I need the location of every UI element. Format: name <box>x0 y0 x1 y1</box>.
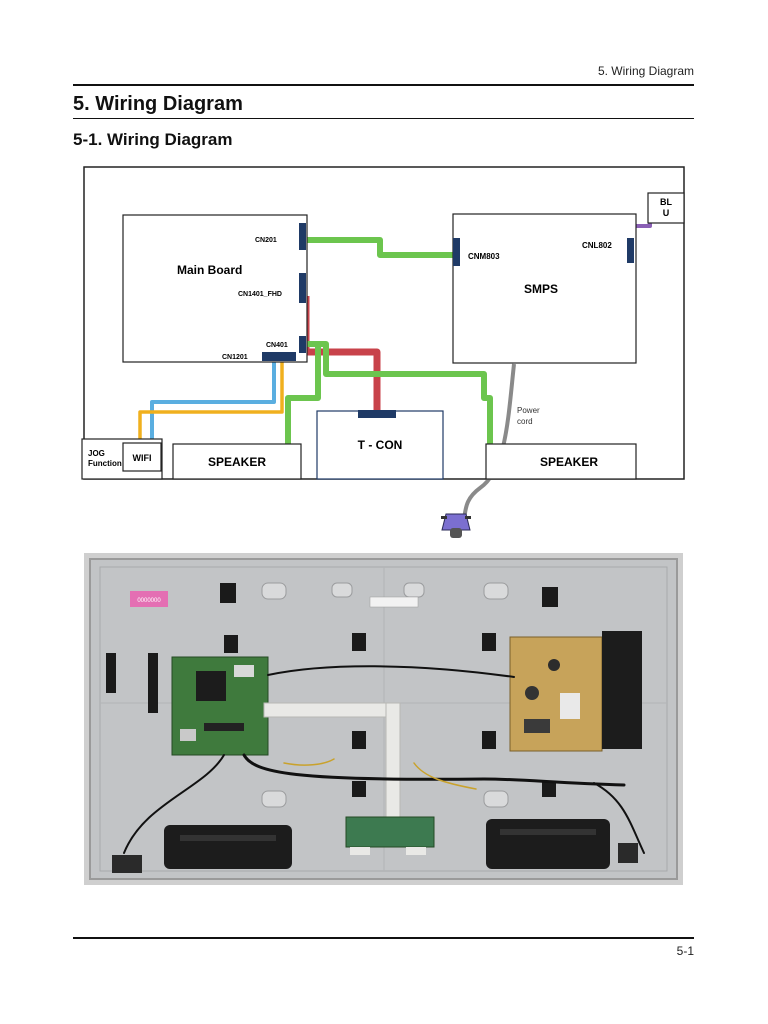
barcode-label <box>369 596 419 608</box>
screw-bosses <box>261 582 509 808</box>
cn1201-connector <box>262 352 296 361</box>
orange-cable-jog <box>138 362 284 444</box>
cnm803-label: CNM803 <box>468 252 500 261</box>
wifi-label: WIFI <box>133 453 152 463</box>
wiring-diagram: Main Board CN201 CN1401_FHD CN401 CN1201… <box>81 166 685 538</box>
blu-label-line1: BL <box>660 197 672 207</box>
cn1401-connector <box>299 273 306 303</box>
blu-box <box>647 192 685 224</box>
pink-sticker-text: 0000000 <box>137 598 161 604</box>
tv-back-photo: 0000000 <box>84 553 683 885</box>
blu-label-line2: U <box>663 208 670 218</box>
main-board-chip <box>196 671 226 701</box>
blue-cable-wifi <box>150 362 276 444</box>
cn1201-label: CN1201 <box>222 354 248 361</box>
cn201-label: CN201 <box>255 237 277 244</box>
photo-jog-module <box>112 855 142 873</box>
cnm803-connector <box>453 238 460 266</box>
photo-wifi-module <box>618 843 638 863</box>
main-board-label: Main Board <box>177 263 242 277</box>
green-cable-right-speaker <box>306 341 493 445</box>
smps-label: SMPS <box>524 282 558 296</box>
running-header: 5. Wiring Diagram <box>597 64 694 78</box>
speaker-left-label: SPEAKER <box>208 455 266 469</box>
photo-speaker-right <box>486 819 610 869</box>
jog-label-line1: JOG <box>88 449 105 458</box>
cn201-connector <box>299 223 306 250</box>
section-title: 5. Wiring Diagram <box>73 93 243 115</box>
wires <box>123 665 645 854</box>
tcon-connector <box>358 410 396 418</box>
power-cord-label-line1: Power <box>517 406 540 415</box>
page-number: 5-1 <box>676 944 694 958</box>
cn401-label: CN401 <box>266 342 288 349</box>
power-plug-icon <box>441 513 471 538</box>
section-rule <box>73 118 694 119</box>
photo-speaker-left <box>164 825 292 869</box>
speaker-left-box <box>172 443 302 480</box>
power-board-heatsink <box>602 631 642 749</box>
power-cord-label-line2: cord <box>517 417 533 426</box>
cn401-connector <box>299 336 306 353</box>
pink-sticker <box>130 591 168 607</box>
power-board-pcb <box>509 636 603 752</box>
cnl802-label: CNL802 <box>582 241 612 250</box>
cn1401-label: CN1401_FHD <box>238 291 282 298</box>
header-rule <box>73 84 694 86</box>
green-cable-cn201-cnm803 <box>304 237 456 258</box>
subsection-title: 5-1. Wiring Diagram <box>73 130 233 149</box>
footer-rule <box>73 937 694 939</box>
foam-pads <box>106 583 558 797</box>
main-board-port <box>234 665 254 677</box>
speaker-right-label: SPEAKER <box>540 455 598 469</box>
cnl802-connector <box>627 238 634 263</box>
smps-box <box>452 213 637 364</box>
wifi-box <box>122 442 162 472</box>
tcon-board-pcb <box>345 816 435 848</box>
tcon-label: T - CON <box>358 438 403 452</box>
green-cable-left-speaker <box>285 346 321 445</box>
speaker-right-box <box>485 443 637 480</box>
main-board-box <box>122 214 308 363</box>
jog-label-line2: Function <box>88 459 122 468</box>
